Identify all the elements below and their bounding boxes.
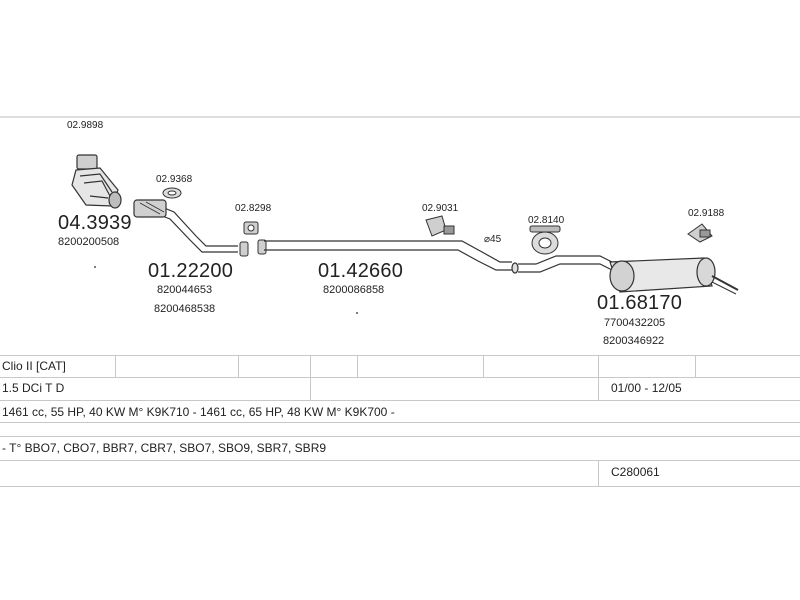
front-pipe-oe-number-1: 820044653 [157, 284, 213, 296]
catalyst-part-number: 04.3939 [58, 212, 132, 234]
catalogue-code: C280061 [611, 465, 660, 479]
rear-silencer-oe-number-2: 8200346922 [603, 335, 665, 347]
rear-silencer-drawing [511, 255, 739, 295]
catalyst-oe-number: 8200200508 [58, 236, 120, 248]
middle-pipe-part-number: 01.42660 [318, 260, 404, 282]
engine-specs: 1461 cc, 55 HP, 40 KW M° K9K710 - 1461 c… [2, 405, 395, 419]
vehicle-types: - T° BBO7, CBO7, BBR7, CBR7, SBO7, SBO9,… [2, 441, 327, 455]
mount-part-number: 02.9031 [422, 203, 459, 214]
table-line [0, 460, 800, 461]
vehicle-model: Clio II [CAT] [2, 359, 66, 373]
table-divider [598, 460, 599, 486]
front-pipe-part-number: 01.22200 [148, 260, 234, 282]
table-divider [115, 355, 116, 377]
pipe-diameter-label: ⌀45 [484, 234, 502, 245]
table-divider [483, 355, 484, 377]
table-divider [357, 355, 358, 377]
table-line [0, 436, 800, 437]
clamp-part-number: 02.9898 [67, 120, 104, 131]
rear-silencer-oe-number-1: 7700432205 [604, 317, 666, 329]
rear-silencer-part-number: 01.68170 [597, 292, 683, 314]
table-line [0, 377, 800, 378]
hanger-part-number: 02.8140 [528, 215, 565, 226]
engine-type: 1.5 DCi T D [2, 381, 65, 395]
production-years: 01/00 - 12/05 [611, 381, 682, 395]
table-line [0, 355, 800, 356]
table-divider [695, 355, 696, 377]
table-line [0, 400, 800, 401]
middle-pipe-drawing [264, 240, 512, 271]
gasket-drawing [162, 187, 182, 199]
hanger-ring-drawing [529, 225, 561, 255]
table-line [0, 486, 800, 487]
table-divider [598, 355, 599, 400]
front-pipe-drawing [133, 199, 238, 253]
hanger-bracket-drawing [687, 223, 713, 243]
gasket-part-number: 02.9368 [156, 174, 193, 185]
table-divider [310, 355, 311, 400]
table-line [0, 422, 800, 423]
mount-drawing [425, 215, 455, 237]
clamp-2-part-number: 02.8298 [235, 203, 272, 214]
middle-pipe-oe-number: 8200086858 [323, 284, 385, 296]
clamp-drawing [239, 221, 267, 257]
front-pipe-oe-number-2: 8200468538 [154, 303, 216, 315]
hanger-2-part-number: 02.9188 [688, 208, 725, 219]
catalytic-converter-drawing [71, 154, 122, 209]
table-divider [238, 355, 239, 377]
